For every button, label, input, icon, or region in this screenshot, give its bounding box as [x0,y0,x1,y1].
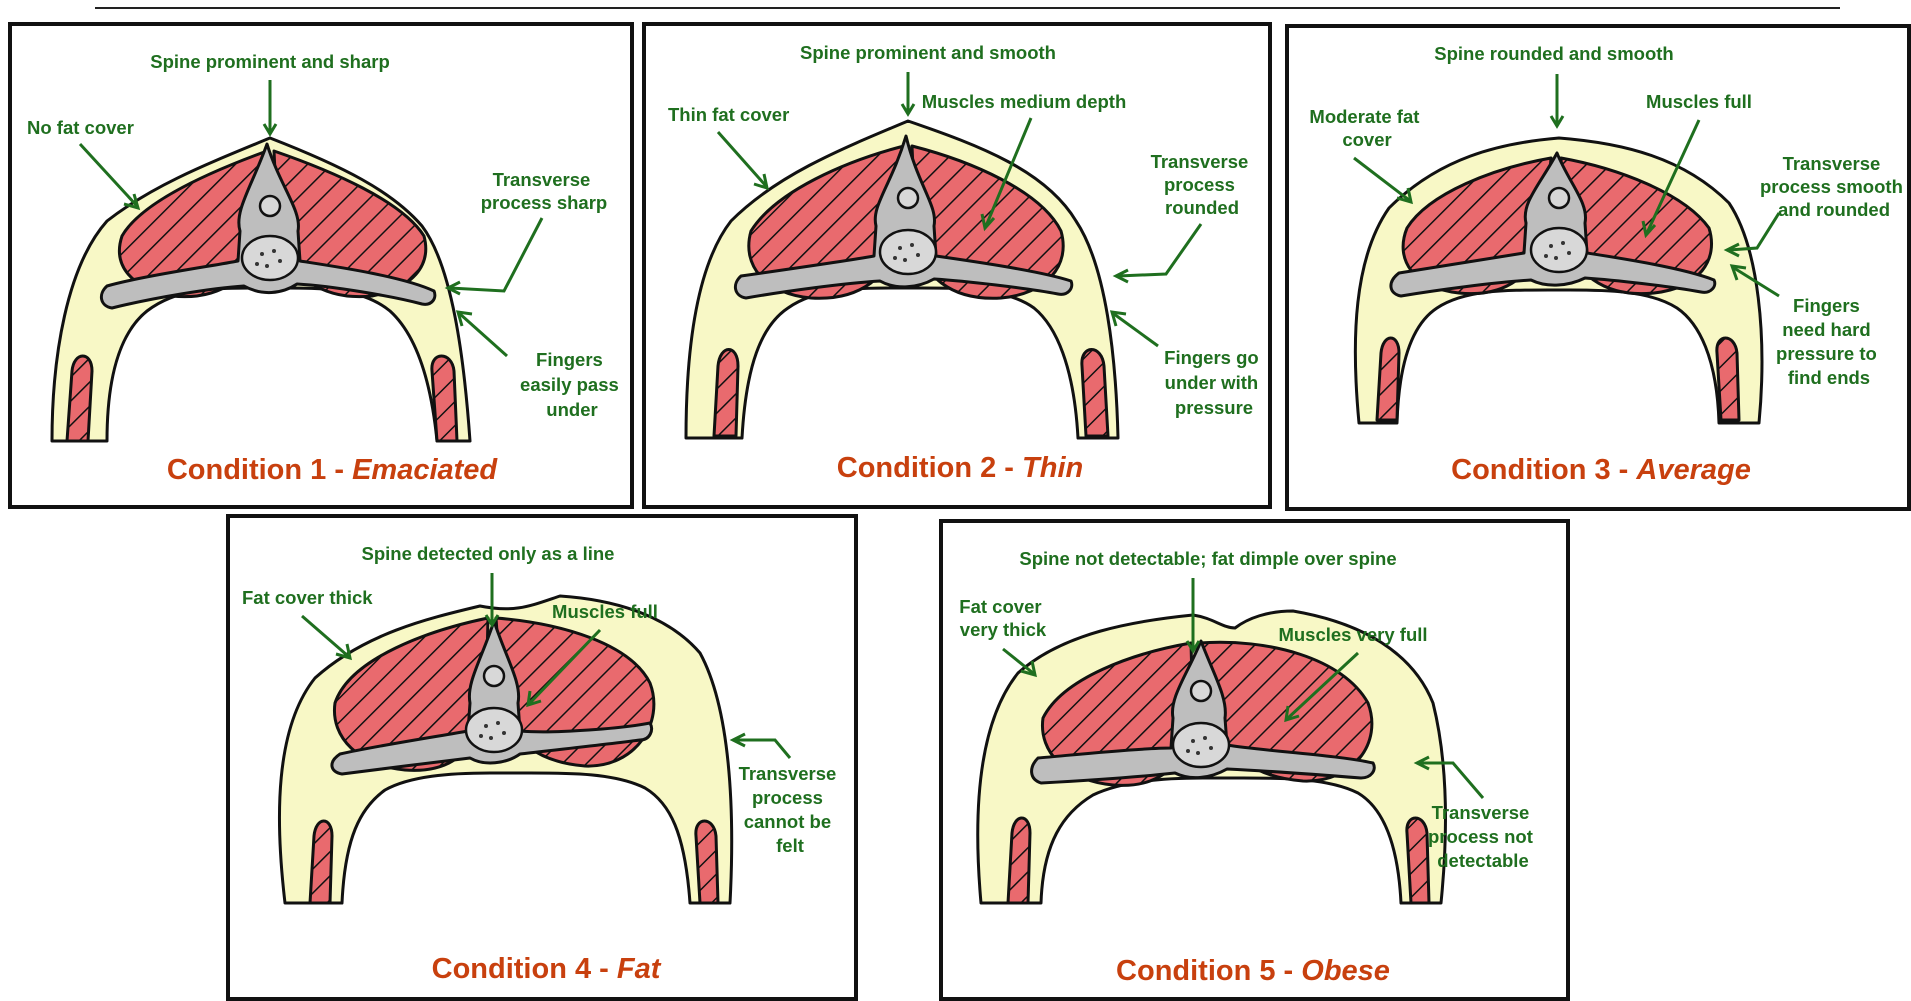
label-fat: No fat cover [27,117,134,138]
panel-condition-5: Spine not detectable; fat dimple over sp… [939,519,1570,1001]
label-spine: Spine prominent and sharp [150,51,390,72]
label-muscles: Muscles full [552,601,658,622]
title-condition-2: Condition 2 - Thin [837,452,1083,484]
diagram-condition-1: Spine prominent and sharp No fat cover T… [12,26,634,509]
label-transverse: Transverse process cannot be felt [739,763,842,856]
label-transverse: Transverse process sharp [481,169,607,213]
arrow-fat [1354,158,1409,200]
label-transverse: Transverse process rounded [1151,151,1254,218]
back-cross-section [1355,138,1762,423]
panel-condition-4: Spine detected only as a line Fat cover … [226,514,858,1001]
label-spine: Spine rounded and smooth [1434,43,1673,64]
arrow-transverse [450,218,542,291]
title-condition-4: Condition 4 - Fat [432,953,662,985]
arrow-fat [1003,649,1033,673]
arrow-fingers [1114,314,1158,346]
diagram-condition-2: Spine prominent and smooth Thin fat cove… [646,26,1272,509]
label-muscles: Muscles medium depth [922,91,1127,112]
label-transverse: Transverse process smooth and rounded [1760,153,1908,220]
label-fat: Fat cover thick [242,587,373,608]
arrow-transverse [735,740,790,758]
label-spine: Spine prominent and smooth [800,42,1056,63]
label-fingers: Fingers easily pass under [520,349,624,420]
label-transverse: Transverse process not detectable [1428,802,1538,871]
label-muscles: Muscles full [1646,91,1752,112]
panel-condition-3: Spine rounded and smooth Moderate fat co… [1285,24,1911,511]
label-muscles: Muscles very full [1278,624,1427,645]
arrow-fat [80,144,137,206]
back-cross-section [978,611,1446,903]
arrow-fat [718,132,766,186]
title-condition-3: Condition 3 - Average [1451,454,1751,486]
title-condition-1: Condition 1 - Emaciated [167,454,499,486]
label-fat: Moderate fat cover [1309,106,1424,150]
label-spine: Spine detected only as a line [362,543,615,564]
arrow-fingers [460,314,507,356]
label-fingers: Fingers go under with pressure [1164,347,1264,418]
label-fat: Thin fat cover [668,104,789,125]
back-cross-section [279,596,731,903]
top-rule [95,7,1840,9]
title-condition-5: Condition 5 - Obese [1116,955,1390,987]
panel-condition-2: Spine prominent and smooth Thin fat cove… [642,22,1272,509]
arrow-fat [302,616,348,656]
diagram-condition-4: Spine detected only as a line Fat cover … [230,518,858,1001]
panel-condition-1: Spine prominent and sharp No fat cover T… [8,22,634,509]
label-fingers: Fingers need hard pressure to find ends [1776,295,1882,388]
label-fat: Fat cover very thick [959,596,1047,640]
diagram-condition-3: Spine rounded and smooth Moderate fat co… [1289,28,1911,511]
label-spine: Spine not detectable; fat dimple over sp… [1019,548,1396,569]
diagram-condition-5: Spine not detectable; fat dimple over sp… [943,523,1570,1001]
arrow-transverse [1118,224,1201,276]
